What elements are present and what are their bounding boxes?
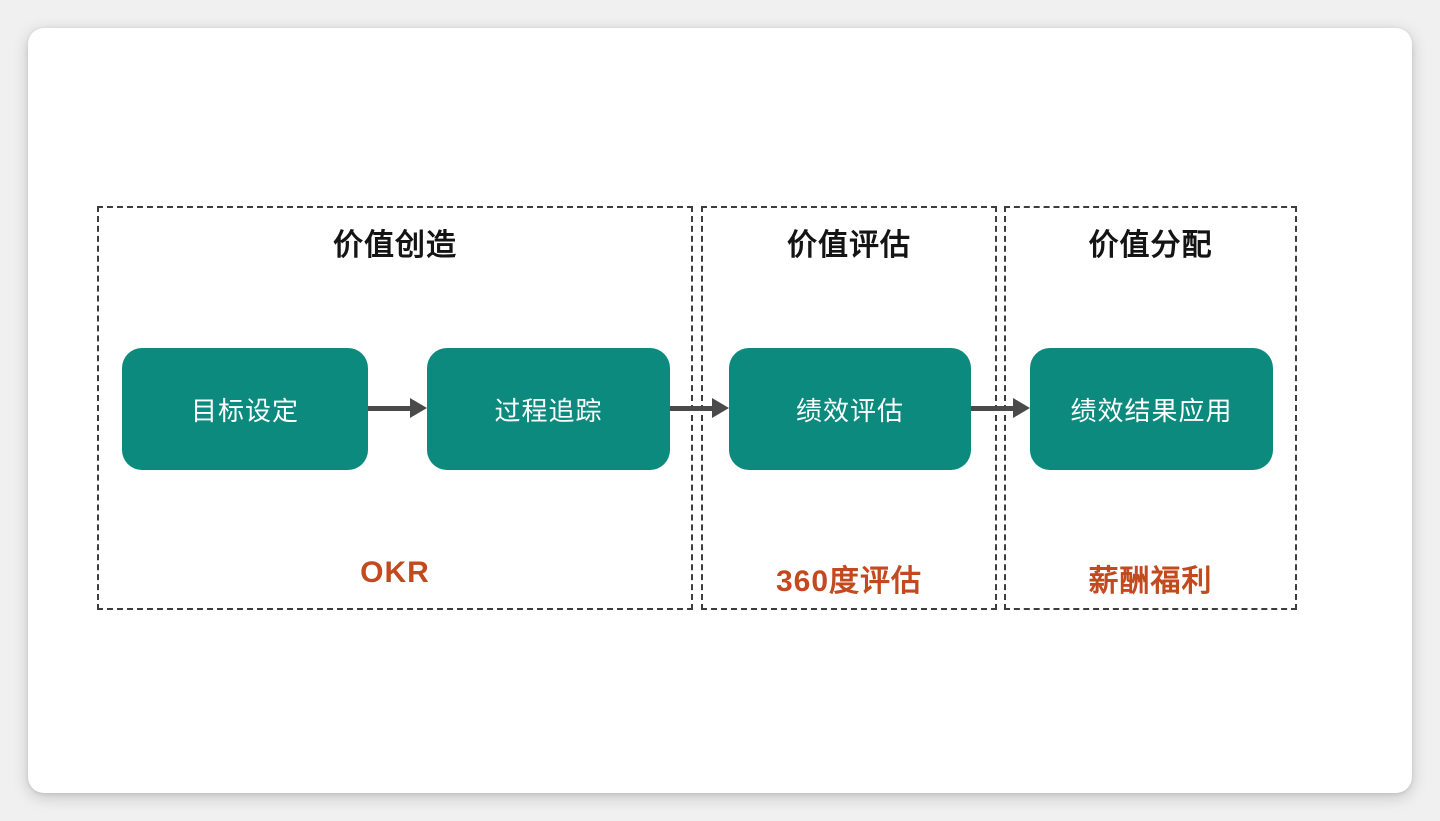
- arrow-head-icon: [410, 398, 427, 418]
- step-label-goal-setting: 目标设定: [190, 395, 299, 426]
- section-title-value-evaluation: 价值评估: [787, 229, 911, 262]
- flow-arrow-3-icon: [971, 398, 1030, 419]
- step-label-performance-result-application: 绩效结果应用: [1070, 395, 1233, 426]
- step-node-goal-setting: 目标设定: [122, 348, 368, 470]
- section-title-value-distribution: 价值分配: [1088, 229, 1213, 262]
- arrow-head-icon: [1013, 398, 1030, 418]
- arrow-shaft: [971, 406, 1017, 411]
- arrow-head-icon: [712, 398, 729, 418]
- diagram-card: 价值创造 OKR 价值评估 360度评估 价值分配 薪酬福利 目标设定 过程追踪…: [28, 28, 1412, 793]
- section-value-distribution: 价值分配 薪酬福利: [1004, 206, 1297, 610]
- section-value-creation: 价值创造 OKR: [97, 206, 693, 610]
- flow-arrow-1-icon: [368, 398, 427, 419]
- step-label-process-tracking: 过程追踪: [494, 395, 603, 426]
- arrow-shaft: [368, 406, 414, 411]
- step-node-performance-evaluation: 绩效评估: [729, 348, 971, 470]
- section-title-value-creation: 价值创造: [333, 229, 457, 262]
- step-node-performance-result-application: 绩效结果应用: [1030, 348, 1273, 470]
- step-node-process-tracking: 过程追踪: [427, 348, 670, 470]
- flow-arrow-2-icon: [670, 398, 729, 419]
- method-label-360-review: 360度评估: [775, 565, 923, 598]
- step-label-performance-evaluation: 绩效评估: [795, 395, 904, 426]
- arrow-shaft: [670, 406, 716, 411]
- method-label-okr: OKR: [360, 556, 430, 589]
- method-label-compensation: 薪酬福利: [1088, 565, 1213, 598]
